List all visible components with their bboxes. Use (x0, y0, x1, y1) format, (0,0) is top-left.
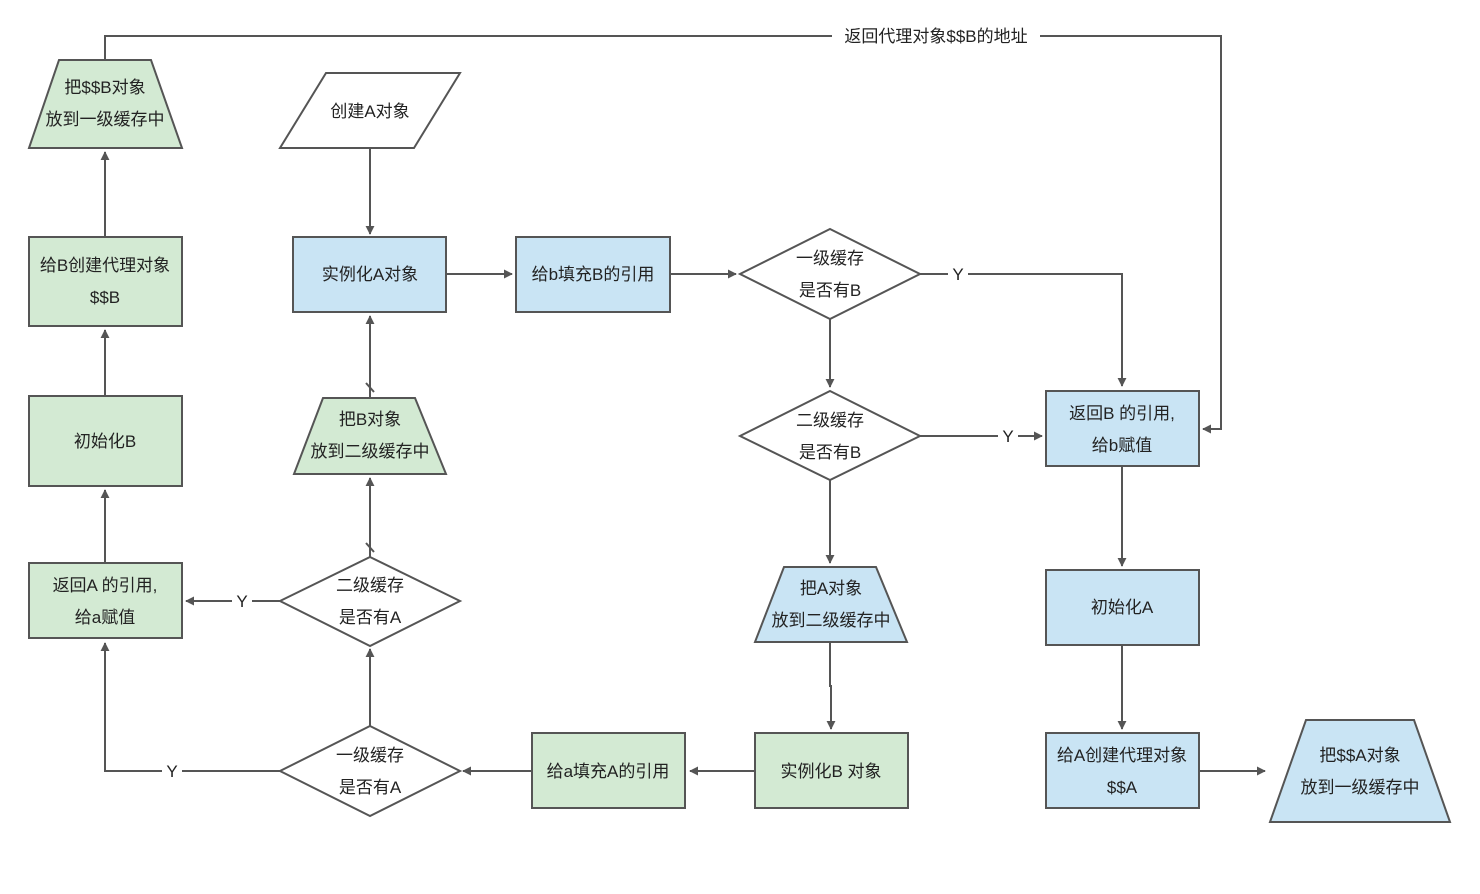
node-label-line-1: 二级缓存 (796, 411, 864, 430)
edge-label-yes-l2-b: Y (1002, 427, 1013, 446)
node-label-line-2: 是否有B (799, 281, 861, 300)
node-l2-has-b[interactable]: 二级缓存 是否有B (737, 389, 923, 482)
node-label: 给a填充A的引用 (547, 762, 670, 781)
node-label-line-2: $$B (90, 288, 120, 307)
edges (104, 35, 1266, 776)
node-label-line-2: 是否有A (339, 778, 402, 797)
node-proxy-b[interactable]: 给B创建代理对象 $$B (28, 236, 183, 327)
node-create-a[interactable]: 创建A对象 (278, 72, 462, 149)
node-label-line-1: 给A创建代理对象 (1057, 746, 1187, 765)
edge-return-proxy-b-address (104, 35, 1222, 429)
node-put-proxy-b-l1[interactable]: 把$$B对象 放到一级缓存中 (27, 59, 184, 149)
node-l1-has-b[interactable]: 一级缓存 是否有B (737, 227, 923, 321)
node-label-line-1: 一级缓存 (336, 746, 404, 765)
node-put-proxy-a-l1[interactable]: 把$$A对象 放到一级缓存中 (1268, 719, 1452, 823)
node-label-line-1: 把$$B对象 (64, 78, 145, 97)
node-fill-b-ref[interactable]: 给b填充B的引用 (515, 236, 671, 313)
edge-label-bg (832, 24, 1040, 48)
edge-l1-has-b-yes (920, 273, 1122, 386)
edge-label-yes-l2-a: Y (236, 592, 247, 611)
node-label: 初始化B (74, 432, 136, 451)
node-label-line-1: 给B创建代理对象 (40, 256, 170, 275)
node-label-line-1: 把A对象 (800, 579, 862, 598)
node-label-line-1: 一级缓存 (796, 249, 864, 268)
node-label: 实例化A对象 (322, 265, 418, 284)
node-label-line-1: 把$$A对象 (1319, 746, 1400, 765)
edge-label-yes-l1-a: Y (166, 762, 177, 781)
node-label-line-2: 给b赋值 (1092, 436, 1152, 455)
node-label: 给b填充B的引用 (532, 265, 655, 284)
node-init-b[interactable]: 初始化B (28, 395, 183, 487)
edge-l1-has-a-yes (105, 643, 280, 772)
node-put-a-l2[interactable]: 把A对象 放到二级缓存中 (753, 566, 909, 643)
node-l1-has-a[interactable]: 一级缓存 是否有A (277, 724, 463, 818)
node-label-line-1: 返回B 的引用, (1069, 404, 1175, 423)
node-label-line-2: 放到一级缓存中 (1301, 778, 1420, 797)
edge-tick-mark (365, 382, 375, 553)
edge-put-a-l2-to-instantiate-b (826, 642, 836, 730)
node-label-line-2: 放到二级缓存中 (772, 611, 891, 630)
node-put-b-l2[interactable]: 把B对象 放到二级缓存中 (292, 397, 448, 475)
node-label-line-2: 放到二级缓存中 (311, 442, 430, 461)
node-label: 实例化B 对象 (780, 762, 881, 781)
node-init-a[interactable]: 初始化A (1045, 569, 1200, 646)
node-proxy-a[interactable]: 给A创建代理对象 $$A (1045, 732, 1200, 809)
node-label-line-1: 把B对象 (339, 410, 401, 429)
node-fill-a-ref[interactable]: 给a填充A的引用 (531, 732, 686, 809)
node-label-line-1: 返回A 的引用, (53, 576, 158, 595)
node-label-line-2: 放到一级缓存中 (46, 110, 165, 129)
node-label: 初始化A (1091, 598, 1154, 617)
node-instantiate-a[interactable]: 实例化A对象 (292, 236, 447, 313)
node-label-line-2: $$A (1107, 778, 1138, 797)
node-label-line-2: 给a赋值 (75, 608, 135, 627)
node-label: 创建A对象 (330, 102, 409, 121)
node-label-line-2: 是否有B (799, 443, 861, 462)
edge-label-return-proxy-b: 返回代理对象$$B的地址 (844, 27, 1027, 46)
edge-labels: 返回代理对象$$B的地址 Y Y Y Y (166, 24, 1040, 781)
nodes: 创建A对象 实例化A对象 给b填充B的引用 一级缓存 是否有B 二级缓存 是否有… (27, 59, 1452, 823)
node-label-line-2: 是否有A (339, 608, 402, 627)
node-return-a-ref[interactable]: 返回A 的引用, 给a赋值 (28, 562, 183, 639)
node-label-line-1: 二级缓存 (336, 576, 404, 595)
node-return-b-ref[interactable]: 返回B 的引用, 给b赋值 (1045, 390, 1200, 467)
node-instantiate-b[interactable]: 实例化B 对象 (754, 732, 909, 809)
node-l2-has-a[interactable]: 二级缓存 是否有A (277, 555, 463, 648)
edge-label-yes-l1-b: Y (952, 265, 963, 284)
